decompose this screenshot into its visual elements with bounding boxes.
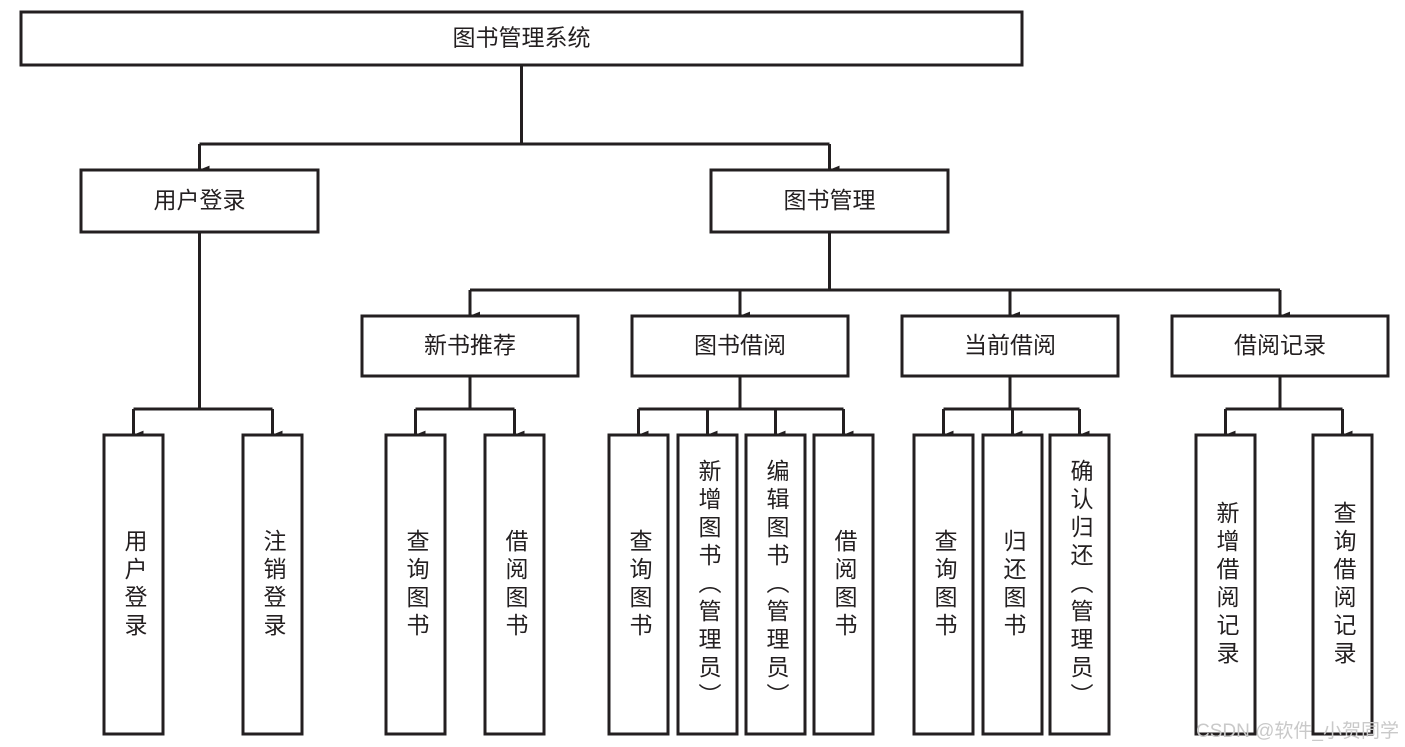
node-leaf-return-book[interactable] (981, 433, 1044, 736)
node-book-borrow[interactable]: 图书借阅 (630, 314, 850, 378)
node-box[interactable] (630, 314, 850, 378)
node-leaf-confirm-return[interactable] (1048, 433, 1111, 736)
node-box[interactable] (19, 10, 1024, 67)
node-box[interactable] (384, 433, 447, 736)
edges-from-borrow-record (1224, 376, 1353, 440)
node-leaf-query-record[interactable] (1311, 433, 1374, 736)
edges-from-user-login (132, 232, 283, 440)
node-leaf-logout[interactable] (241, 433, 304, 736)
node-leaf-query-book-3[interactable] (912, 433, 975, 736)
node-leaf-edit-book[interactable] (744, 433, 807, 736)
edges-from-new-book-recommend (414, 376, 525, 440)
node-label: 借阅记录 (1234, 332, 1326, 358)
edges-from-book-manage (468, 232, 1291, 321)
node-label: 图书管理系统 (453, 25, 591, 51)
node-leaf-query-book-2[interactable] (607, 433, 670, 736)
node-box[interactable] (1170, 314, 1390, 378)
node-root[interactable]: 图书管理系统 (19, 10, 1024, 67)
node-box[interactable] (241, 433, 304, 736)
node-box[interactable] (912, 433, 975, 736)
connector-lines (132, 65, 1353, 440)
node-label: 当前借阅 (964, 332, 1056, 358)
node-leaf-user-login[interactable] (102, 433, 165, 736)
node-leaf-add-record[interactable] (1194, 433, 1257, 736)
node-leaf-add-book[interactable] (676, 433, 739, 736)
node-label: 图书借阅 (694, 332, 786, 358)
node-label: 用户登录 (154, 187, 246, 213)
node-box[interactable] (1311, 433, 1374, 736)
node-user-login[interactable]: 用户登录 (79, 168, 320, 234)
node-box[interactable] (981, 433, 1044, 736)
node-box[interactable] (102, 433, 165, 736)
node-label: 新书推荐 (424, 332, 516, 358)
node-borrow-record[interactable]: 借阅记录 (1170, 314, 1390, 378)
node-box[interactable] (900, 314, 1120, 378)
node-box[interactable] (607, 433, 670, 736)
node-box[interactable] (483, 433, 546, 736)
node-box[interactable] (1048, 433, 1111, 736)
node-box[interactable] (744, 433, 807, 736)
node-box[interactable] (676, 433, 739, 736)
node-new-book-recommend[interactable]: 新书推荐 (360, 314, 580, 378)
node-leaf-borrow-book-2[interactable] (812, 433, 875, 736)
node-current-borrow[interactable]: 当前借阅 (900, 314, 1120, 378)
node-leaf-query-book-1[interactable] (384, 433, 447, 736)
edges-from-current-borrow (942, 376, 1090, 440)
edges-from-book-borrow (637, 376, 854, 440)
node-box[interactable] (709, 168, 950, 234)
node-box[interactable] (812, 433, 875, 736)
watermark: CSDN @软件_小贺同学 (1196, 721, 1399, 742)
node-box[interactable] (1194, 433, 1257, 736)
edges-from-root (198, 65, 840, 175)
node-label: 图书管理 (784, 187, 876, 213)
node-leaf-borrow-book-1[interactable] (483, 433, 546, 736)
node-box[interactable] (360, 314, 580, 378)
node-box[interactable] (79, 168, 320, 234)
node-book-manage[interactable]: 图书管理 (709, 168, 950, 234)
